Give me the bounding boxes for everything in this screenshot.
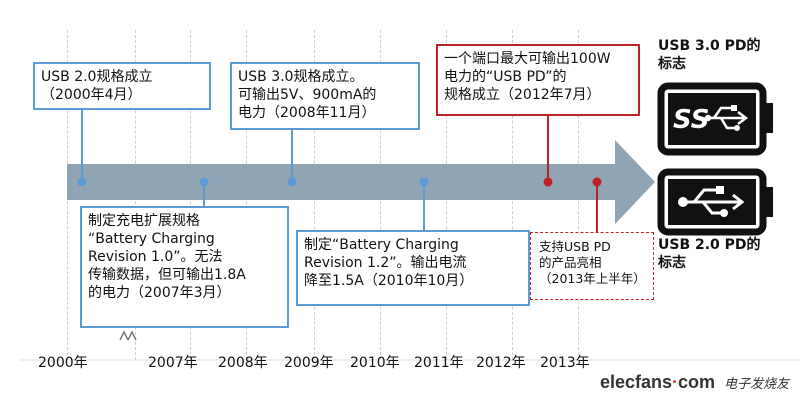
brand-cn: 电子发烧友 xyxy=(724,376,790,391)
event-bc12: 制定“Battery Charging Revision 1.2”。输出电流 降… xyxy=(296,230,530,306)
year-label: 2000年 xyxy=(38,355,88,371)
event-usb20: USB 2.0规格成立 （2000年4月） xyxy=(33,62,211,110)
event-usbpd: 一个端口最大可输出100W 电力的“USB PD”的 规格成立（2012年7月） xyxy=(436,44,640,116)
year-label: 2008年 xyxy=(218,355,268,371)
event-usb30: USB 3.0规格成立。 可输出5V、900mA的 电力（2008年11月） xyxy=(230,62,420,130)
brand-name: elecfans xyxy=(600,372,673,392)
usb30-pd-label: USB 3.0 PD的 标志 xyxy=(658,38,761,72)
brand-com: com xyxy=(678,372,716,392)
usb30-pd-logo: SS xyxy=(657,82,773,156)
dot-bc12 xyxy=(419,177,429,187)
event-pdprod: 支持USB PD 的产品亮相 （2013年上半年） xyxy=(530,232,654,300)
year-label: 2011年 xyxy=(414,355,464,371)
usb20-pd-label: USB 2.0 PD的 标志 xyxy=(658,237,761,271)
dot-usb30 xyxy=(287,177,297,187)
year-label: 2010年 xyxy=(350,355,400,371)
dot-usb20 xyxy=(77,177,87,187)
dot-pdprod xyxy=(592,177,602,187)
brand-dot: · xyxy=(672,372,679,392)
year-label: 2009年 xyxy=(284,355,334,371)
year-label: 2012年 xyxy=(476,355,526,371)
event-bc10: 制定充电扩展规格 “Battery Charging Revision 1.0”… xyxy=(80,206,289,328)
usb20-pd-logo xyxy=(657,168,773,236)
ss-logo-text: SS xyxy=(673,105,710,135)
dot-usbpd xyxy=(543,177,553,187)
year-label: 2013年 xyxy=(540,355,590,371)
dot-bc10 xyxy=(199,177,209,187)
year-label: 2007年 xyxy=(148,355,198,371)
timeline-arrow xyxy=(67,140,655,224)
brand-watermark: elecfans·com 电子发烧友 xyxy=(600,372,789,393)
axis-break xyxy=(119,330,137,341)
